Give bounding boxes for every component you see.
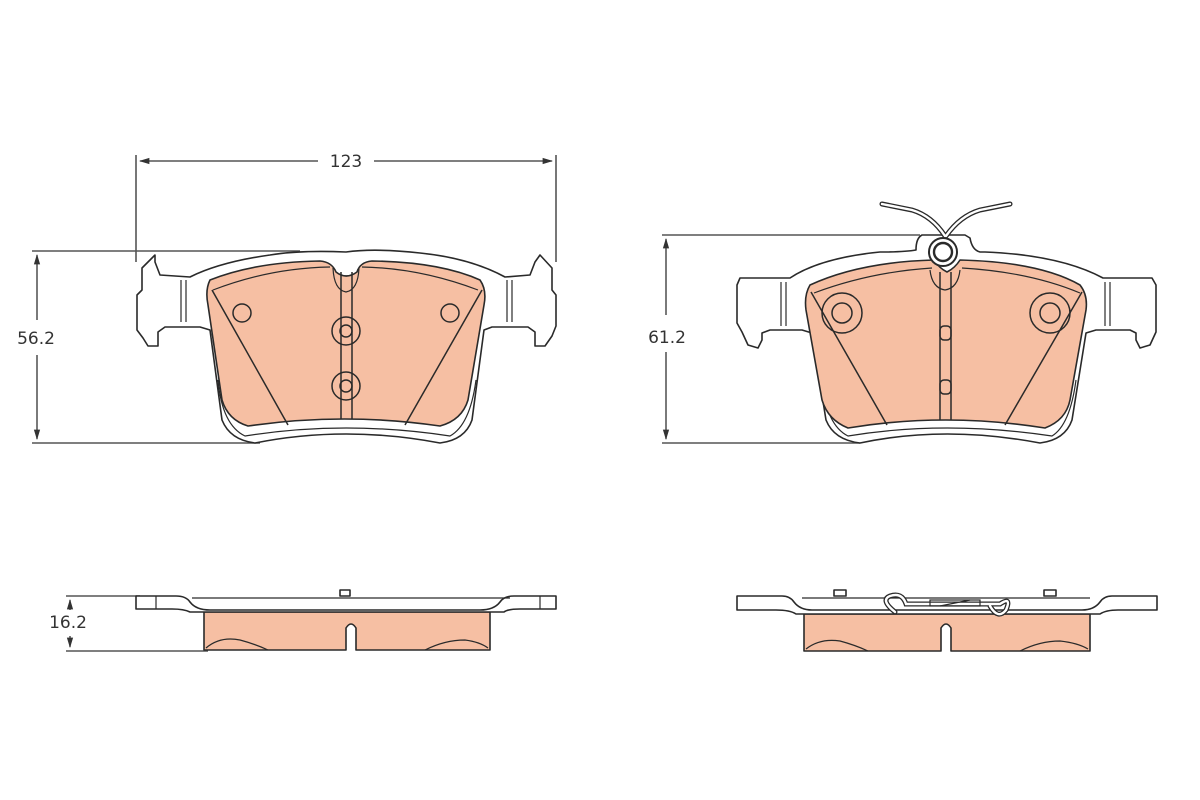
width-dimension: 123	[135, 152, 557, 262]
height-dimension-pad2: 61.2	[648, 234, 920, 444]
spring-clip-side-icon	[883, 592, 1011, 617]
height-label-pad2: 61.2	[648, 328, 686, 348]
thickness-dimension: 16.2	[49, 595, 208, 652]
pad-2-side-view	[736, 589, 1158, 652]
pad-1-front-view	[136, 249, 557, 444]
friction-material-pad1	[206, 260, 486, 427]
thickness-label: 16.2	[49, 613, 87, 633]
height-label-pad1: 56.2	[17, 329, 55, 349]
height-dimension-pad1: 56.2	[17, 250, 300, 444]
friction-material-pad2	[804, 259, 1088, 429]
pad-2-front-view	[736, 201, 1157, 444]
width-label: 123	[330, 152, 362, 172]
pad-1-side-view	[135, 589, 557, 651]
spring-clip-icon	[879, 201, 1013, 267]
